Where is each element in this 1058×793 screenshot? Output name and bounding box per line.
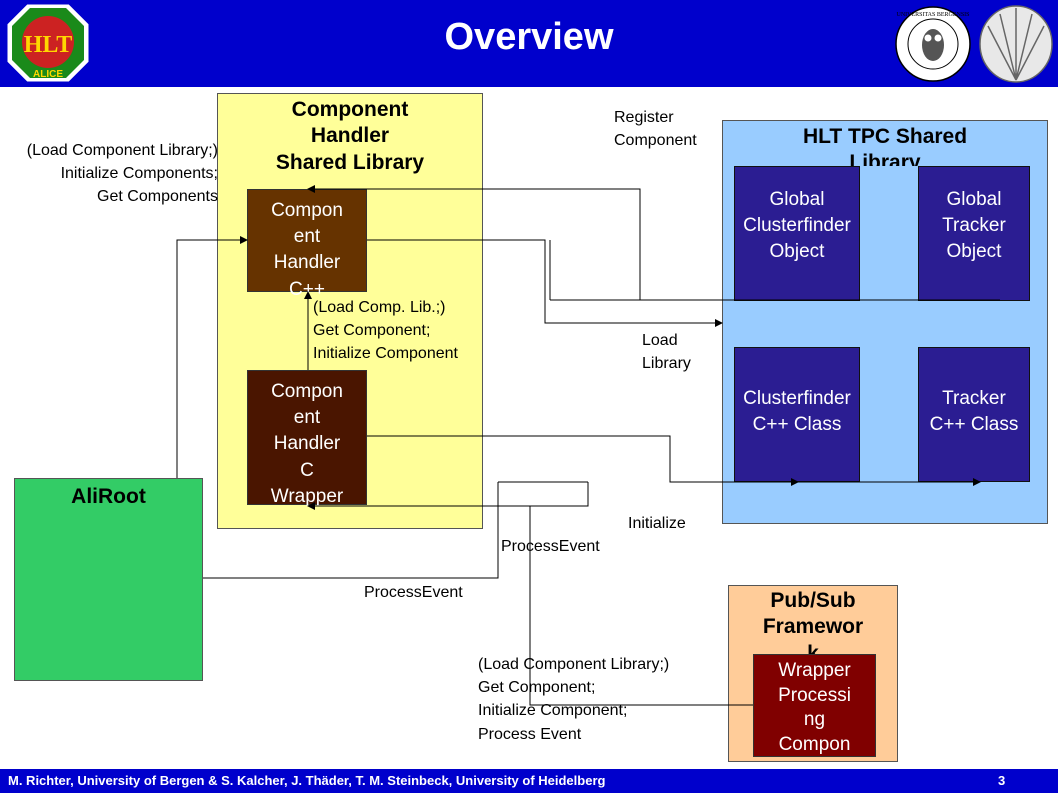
left-calls-label: (Load Component Library;) Initialize Com…	[26, 142, 218, 206]
register-component-arrow	[307, 185, 641, 300]
clusterfinder-cpp-class: Clusterfinder C++ Class	[734, 347, 860, 482]
process-event-label-2: ProcessEvent	[364, 584, 463, 601]
aliroot-box	[14, 478, 203, 681]
page-title: Overview	[444, 16, 614, 58]
shell-logo	[978, 4, 1054, 84]
process-event-arrow-1	[307, 482, 589, 510]
process-event-label-1: ProcessEvent	[501, 538, 600, 555]
pubsub-title: Pub/Sub Framewor k	[762, 589, 864, 654]
tracker-cpp-class: Tracker C++ Class	[918, 347, 1030, 482]
register-component-label: Register Component	[614, 109, 697, 150]
university-seal-logo: UNIVERSITAS BERGENSIS	[893, 5, 973, 83]
process-event-line	[203, 482, 499, 579]
initialize-arrow-cf	[367, 435, 799, 486]
initialize-label: Initialize	[628, 515, 686, 532]
component-handler-c-wrapper: Compon ent Handler C Wrapper Function	[247, 370, 367, 533]
hlt-logo: HLT ALICE	[5, 2, 91, 84]
footer-bar	[0, 769, 1058, 793]
global-tracker-object: Global Tracker Object	[918, 166, 1030, 301]
page-number: 3	[998, 773, 1006, 788]
global-clusterfinder-object: Global Clusterfinder Object	[734, 166, 860, 301]
load-component-label: (Load Comp. Lib.;) Get Component; Initia…	[313, 299, 458, 363]
svg-text:ALICE: ALICE	[33, 69, 63, 80]
aliroot-to-cpp-arrow	[176, 236, 248, 478]
wrapper-processing-component: Wrapper Processi ng Compon ent	[753, 654, 876, 780]
footer-credits: M. Richter, University of Bergen & S. Ka…	[8, 773, 606, 788]
header-bar	[0, 0, 1058, 87]
load-library-arrow	[367, 239, 723, 327]
component-handler-title: Component Handler Shared Library	[275, 98, 425, 174]
pubsub-to-ch-line	[529, 506, 753, 706]
svg-text:HLT: HLT	[24, 32, 72, 58]
aliroot-title: AliRoot	[71, 485, 146, 508]
svg-text:UNIVERSITAS BERGENSIS: UNIVERSITAS BERGENSIS	[896, 12, 969, 18]
pubsub-calls-label: (Load Component Library;) Get Component;…	[478, 656, 670, 743]
hlt-tpc-title: HLT TPC Shared Library	[802, 125, 968, 166]
load-library-label: Load Library	[642, 332, 691, 373]
